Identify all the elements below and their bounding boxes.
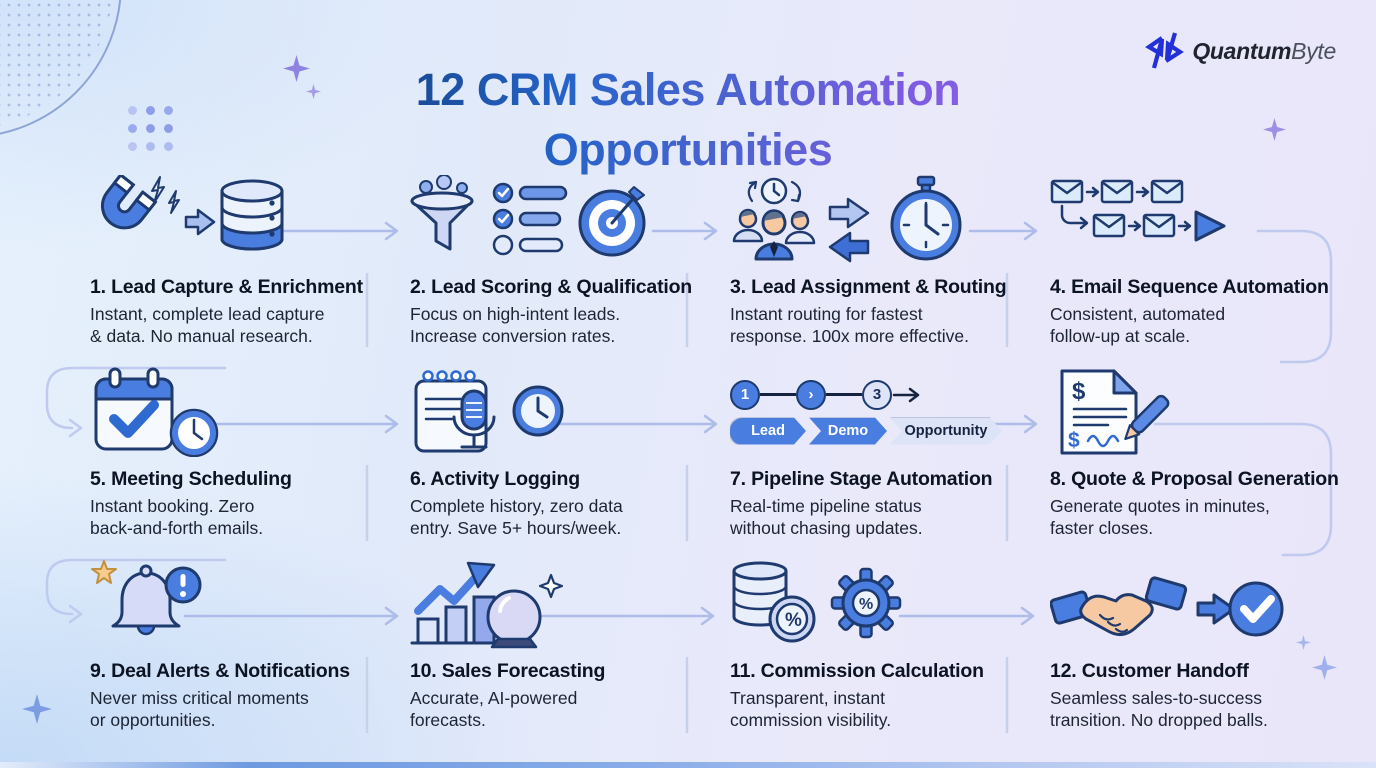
svg-text:$: $ xyxy=(1072,378,1086,405)
item-description: Generate quotes in minutes, faster close… xyxy=(1050,496,1270,539)
item-deal-alerts: 9. Deal Alerts & Notifications Never mis… xyxy=(90,556,410,732)
item-description: Seamless sales-to-success transition. No… xyxy=(1050,688,1268,731)
pipeline-step-2: › xyxy=(796,379,826,410)
chart-crystal-ball-icon xyxy=(410,561,564,649)
item-title: 1. Lead Capture & Enrichment xyxy=(90,276,363,298)
magnet-database-icon xyxy=(100,175,284,251)
item-pipeline-automation: 1 › 3 Lead Demo Opportunity xyxy=(730,364,1050,540)
item-lead-assignment: 3. Lead Assignment & Routing Instant rou… xyxy=(730,172,1050,348)
row-2: 5. Meeting Scheduling Instant booking. Z… xyxy=(90,364,1350,540)
pipeline-step-1: 1 xyxy=(730,379,760,410)
funnel-checklist-target-icon xyxy=(410,175,646,257)
svg-text:%: % xyxy=(859,596,873,613)
pipeline-step-3: 3 xyxy=(862,379,892,410)
stage-lead: Lead xyxy=(730,418,806,445)
item-description: Instant routing for fastest response. 10… xyxy=(730,304,969,347)
stage-opportunity: Opportunity xyxy=(890,418,1002,445)
item-title: 5. Meeting Scheduling xyxy=(90,468,292,490)
item-description: Real-time pipeline status without chasin… xyxy=(730,496,923,539)
brand-name: QuantumByte xyxy=(1192,38,1336,65)
team-routing-stopwatch-icon xyxy=(732,175,962,263)
calendar-check-clock-icon xyxy=(94,367,219,457)
item-commission-calculation: % % 11. Commission Calculation xyxy=(730,556,1050,732)
item-description: Instant, complete lead capture & data. N… xyxy=(90,304,325,347)
qb-monogram-icon xyxy=(1145,32,1185,69)
stage-demo: Demo xyxy=(809,418,887,445)
item-lead-capture: 1. Lead Capture & Enrichment Instant, co… xyxy=(90,172,410,348)
item-title: 10. Sales Forecasting xyxy=(410,660,606,682)
sparkle-icon xyxy=(283,55,310,82)
row-1: 1. Lead Capture & Enrichment Instant, co… xyxy=(90,172,1350,348)
item-title: 3. Lead Assignment & Routing xyxy=(730,276,1007,298)
item-description: Accurate, AI-powered forecasts. xyxy=(410,688,578,731)
brand-name-light: Byte xyxy=(1291,37,1336,64)
pipeline-stage-labels: Lead Demo Opportunity xyxy=(730,418,1002,445)
arrow-right-icon xyxy=(892,387,920,402)
pipeline-stages-icon: 1 › 3 Lead Demo Opportunity xyxy=(730,379,1002,445)
item-customer-handoff: 12. Customer Handoff Seamless sales-to-s… xyxy=(1050,556,1370,732)
sparkle-icon xyxy=(22,694,52,724)
item-title: 9. Deal Alerts & Notifications xyxy=(90,660,350,682)
coins-gear-percent-icon: % % xyxy=(732,561,902,643)
sparkle-icon xyxy=(306,84,321,99)
item-description: Complete history, zero data entry. Save … xyxy=(410,496,623,539)
bottom-accent-bar xyxy=(0,762,1376,768)
item-title: 7. Pipeline Stage Automation xyxy=(730,468,993,490)
item-activity-logging: 6. Activity Logging Complete history, ze… xyxy=(410,364,730,540)
sparkle-icon xyxy=(1263,118,1286,141)
item-title: 11. Commission Calculation xyxy=(730,660,984,682)
item-description: Transparent, instant commission visibili… xyxy=(730,688,892,731)
item-description: Instant booking. Zero back-and-forth ema… xyxy=(90,496,264,539)
quote-document-pen-icon: $ $ xyxy=(1060,369,1170,455)
item-meeting-scheduling: 5. Meeting Scheduling Instant booking. Z… xyxy=(90,364,410,540)
item-title: 6. Activity Logging xyxy=(410,468,580,490)
circle-outline-decoration xyxy=(0,0,122,138)
svg-text:$: $ xyxy=(1068,429,1080,452)
dot-grid-decoration xyxy=(128,106,173,151)
brand-name-bold: Quantum xyxy=(1192,37,1292,64)
page-title: 12 CRM Sales Automation Opportunities xyxy=(338,60,1038,179)
handshake-check-icon xyxy=(1050,576,1284,637)
item-quote-generation: $ $ 8. Quote & Proposal Generation Gener… xyxy=(1050,364,1370,540)
pipeline-steps: 1 › 3 xyxy=(730,379,1002,410)
svg-text:%: % xyxy=(785,610,802,631)
item-title: 8. Quote & Proposal Generation xyxy=(1050,468,1339,490)
row-3: 9. Deal Alerts & Notifications Never mis… xyxy=(90,556,1350,732)
item-description: Focus on high-intent leads. Increase con… xyxy=(410,304,621,347)
item-email-sequence: 4. Email Sequence Automation Consistent,… xyxy=(1050,172,1370,348)
email-sequence-icon xyxy=(1050,179,1226,242)
item-title: 2. Lead Scoring & Qualification xyxy=(410,276,693,298)
notepad-microphone-clock-icon xyxy=(414,370,564,453)
item-title: 4. Email Sequence Automation xyxy=(1050,276,1329,298)
item-sales-forecasting: 10. Sales Forecasting Accurate, AI-power… xyxy=(410,556,730,732)
brand-logo: QuantumByte xyxy=(1145,30,1336,72)
bell-alert-icon xyxy=(91,560,202,636)
item-description: Never miss critical moments or opportuni… xyxy=(90,688,309,731)
item-lead-scoring: 2. Lead Scoring & Qualification Focus on… xyxy=(410,172,730,348)
item-description: Consistent, automated follow-up at scale… xyxy=(1050,304,1226,347)
item-title: 12. Customer Handoff xyxy=(1050,660,1249,682)
